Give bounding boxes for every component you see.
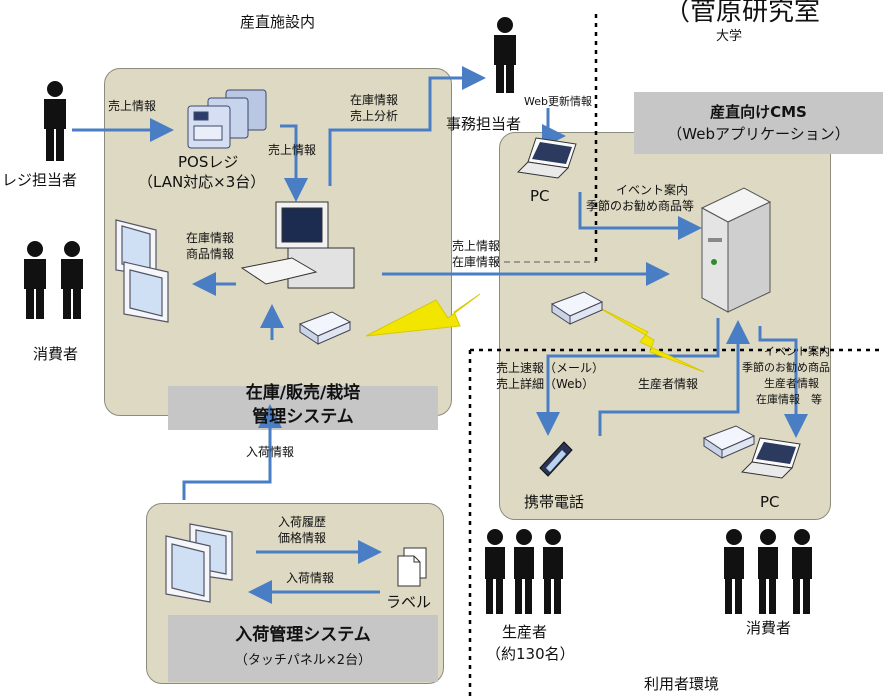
consumers-right-label: 消費者	[746, 619, 792, 637]
flow-history-2: 価格情報	[278, 531, 327, 545]
zone-facility-label: 産直施設内	[240, 13, 316, 31]
cms-label-box	[634, 92, 883, 154]
flow-sales-info-pos: 売上情報	[268, 143, 317, 157]
pos-name-label: POSレジ	[178, 153, 239, 171]
arrow-pos-pc	[280, 124, 308, 202]
flow-inventory-analysis-2: 売上分析	[350, 109, 399, 123]
flow-event-notice-1: イベント案内	[616, 183, 689, 197]
flow-event-notice-2: 季節のお勧め商品等	[586, 199, 695, 213]
router-cms-icon	[550, 291, 604, 325]
display-monitors-icon	[115, 219, 169, 323]
office-pc-label: PC	[530, 187, 550, 205]
wireless-bolt-right-icon	[595, 305, 705, 373]
flow-to-consumer-2: 季節のお勧め商品	[742, 361, 830, 374]
arrow-pc-office	[328, 66, 486, 186]
flow-web-update: Web更新情報	[524, 95, 592, 108]
pos-register-icon	[187, 89, 267, 149]
arrow-server-userpc	[758, 326, 808, 438]
inventory-title-2: 管理システム	[252, 407, 354, 427]
arrow-mobile-server	[598, 320, 750, 436]
lab-title: （菅原研究室	[664, 0, 821, 27]
arrow-arrival-inventory	[182, 404, 282, 500]
flow-arrival-info-up: 入荷情報	[246, 445, 295, 459]
flow-producer-info: 生産者情報	[638, 377, 699, 391]
office-person-icon	[494, 17, 516, 93]
arrival-subtitle: （タッチパネル×2台）	[234, 653, 372, 668]
producers-group-icon	[485, 529, 563, 614]
label-document-icon	[397, 547, 427, 587]
office-label: 事務担当者	[446, 115, 522, 133]
flow-sales-to-server-1: 売上情報	[452, 239, 501, 253]
cashier-label: レジ担当者	[2, 171, 78, 189]
touch-panels-icon	[165, 523, 233, 603]
cms-subtitle: （Webアプリケーション）	[667, 125, 850, 143]
flow-display-info-1: 在庫情報	[186, 231, 235, 245]
inventory-title-1: 在庫/販売/栽培	[245, 383, 361, 403]
flow-sales-info-cashier: 売上情報	[108, 99, 157, 113]
flow-history-1: 入荷履歴	[278, 515, 327, 529]
zone-university-label: 大学	[716, 29, 743, 44]
flow-sales-to-server-2: 在庫情報	[452, 255, 501, 269]
inventory-pc-icon	[240, 201, 355, 289]
flow-mail-2: 売上詳細（Web）	[496, 377, 595, 391]
flow-mail-1: 売上速報（メール）	[496, 361, 605, 375]
router-left-icon	[298, 311, 352, 345]
wireless-bolt-left-icon	[365, 293, 481, 337]
flow-to-consumer-1: イベント案内	[764, 345, 830, 358]
flow-display-info-2: 商品情報	[186, 247, 235, 261]
consumer-left-label: 消費者	[33, 345, 79, 363]
arrival-label-box	[168, 615, 438, 682]
producers-count-label: （約130名）	[486, 645, 575, 663]
cashier-person-icon	[44, 81, 66, 161]
inventory-label-box	[168, 386, 438, 430]
flow-arrival-info-back: 入荷情報	[286, 571, 335, 585]
arrow-office-pc	[542, 108, 566, 148]
pos-detail-label: （LAN対応×3台）	[138, 173, 266, 191]
user-pc-label: PC	[760, 493, 780, 511]
label-device-label: ラベル	[386, 593, 432, 611]
flow-to-consumer-4: 在庫情報 等	[756, 393, 822, 406]
flow-to-consumer-3: 生産者情報	[764, 377, 819, 390]
arrow-officepc-server	[578, 192, 702, 240]
producers-label: 生産者	[502, 623, 548, 641]
office-laptop-icon	[516, 137, 577, 179]
flow-inventory-analysis-1: 在庫情報	[350, 93, 399, 107]
user-laptop-icon	[740, 437, 801, 479]
consumer-left-person-icon	[24, 241, 46, 319]
consumers-right-group-icon	[724, 529, 812, 614]
arrival-title: 入荷管理システム	[235, 625, 371, 645]
zone-user-env-label: 利用者環境	[644, 675, 720, 693]
mobile-phone-icon	[539, 441, 573, 477]
arrow-server-mobile	[536, 318, 720, 436]
cms-title: 産直向けCMS	[710, 103, 807, 121]
server-icon	[700, 187, 772, 313]
mobile-label: 携帯電話	[524, 493, 585, 511]
consumer-left-person-2-icon	[61, 241, 83, 319]
router-user-icon	[702, 425, 756, 459]
